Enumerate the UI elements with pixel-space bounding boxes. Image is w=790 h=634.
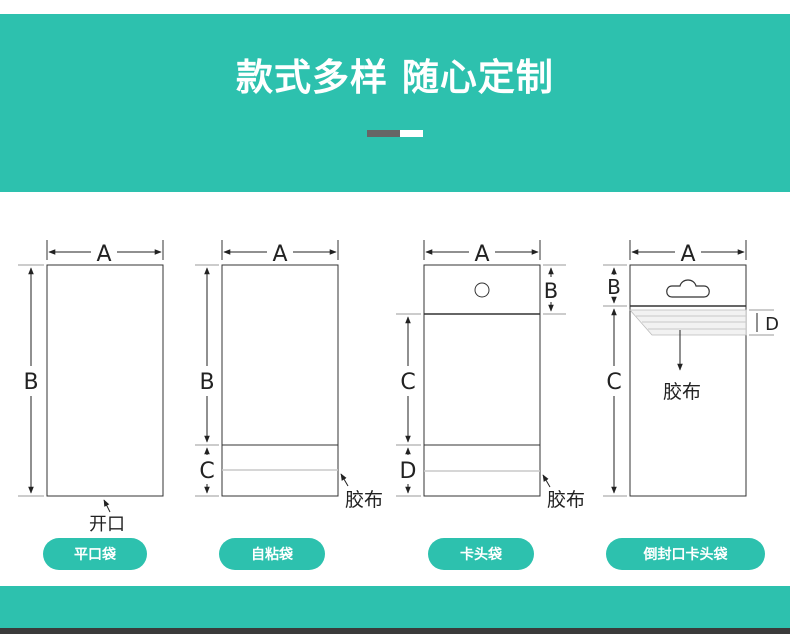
dim-d-label: D [765,314,779,335]
bag-self-adhesive-body [221,264,339,497]
dim-b-label: B [544,279,558,303]
adhesive-label: 胶布 [547,489,585,511]
footer-strip [0,628,790,634]
bag-type-inverted-header-card: 倒封口卡头袋 [606,538,765,570]
bag-inverted-header-card: A B C D 胶布 [603,240,779,497]
title-underline-dark [367,130,400,137]
dim-a-label: A [96,242,111,267]
bag-inverted-header-card-body [629,264,747,497]
dim-c-label: C [199,459,214,484]
bag-flat-body [46,264,164,497]
adhesive-label: 胶布 [345,489,383,511]
bag-self-adhesive: A B C 胶布 [195,240,383,511]
dim-c-label: C [400,370,415,395]
opening-pointer [103,499,111,513]
dim-b-label: B [199,370,214,395]
bag-type-self-adhesive: 自粘袋 [219,538,325,570]
header-banner [0,14,790,192]
hang-hole-icon [474,282,490,298]
opening-label: 开口 [89,514,125,535]
adhesive-pointer [340,473,349,487]
dim-a-label: A [680,242,695,267]
page-title: 款式多样 随心定制 [236,56,554,99]
dim-a-label: A [474,242,489,267]
bag-type-flat: 平口袋 [43,538,147,570]
dim-b-label: B [23,370,38,395]
dim-c-label: C [606,370,621,395]
bag-diagrams: A B 开口 A B C 胶布 [18,240,779,535]
title-underline-light [400,130,423,137]
dim-d-label: D [400,459,417,484]
bag-flat: A B 开口 [18,240,164,535]
bag-header-card: A B C D 胶布 [396,240,585,511]
dim-b-label: B [607,275,621,299]
top-band [0,0,790,14]
adhesive-pointer [542,474,551,488]
dim-a-label: A [272,242,287,267]
bag-type-header-card: 卡头袋 [428,538,534,570]
adhesive-label: 胶布 [663,381,701,403]
bag-header-card-body [423,264,541,497]
hang-hole-icon [666,279,710,298]
footer-band [0,586,790,628]
